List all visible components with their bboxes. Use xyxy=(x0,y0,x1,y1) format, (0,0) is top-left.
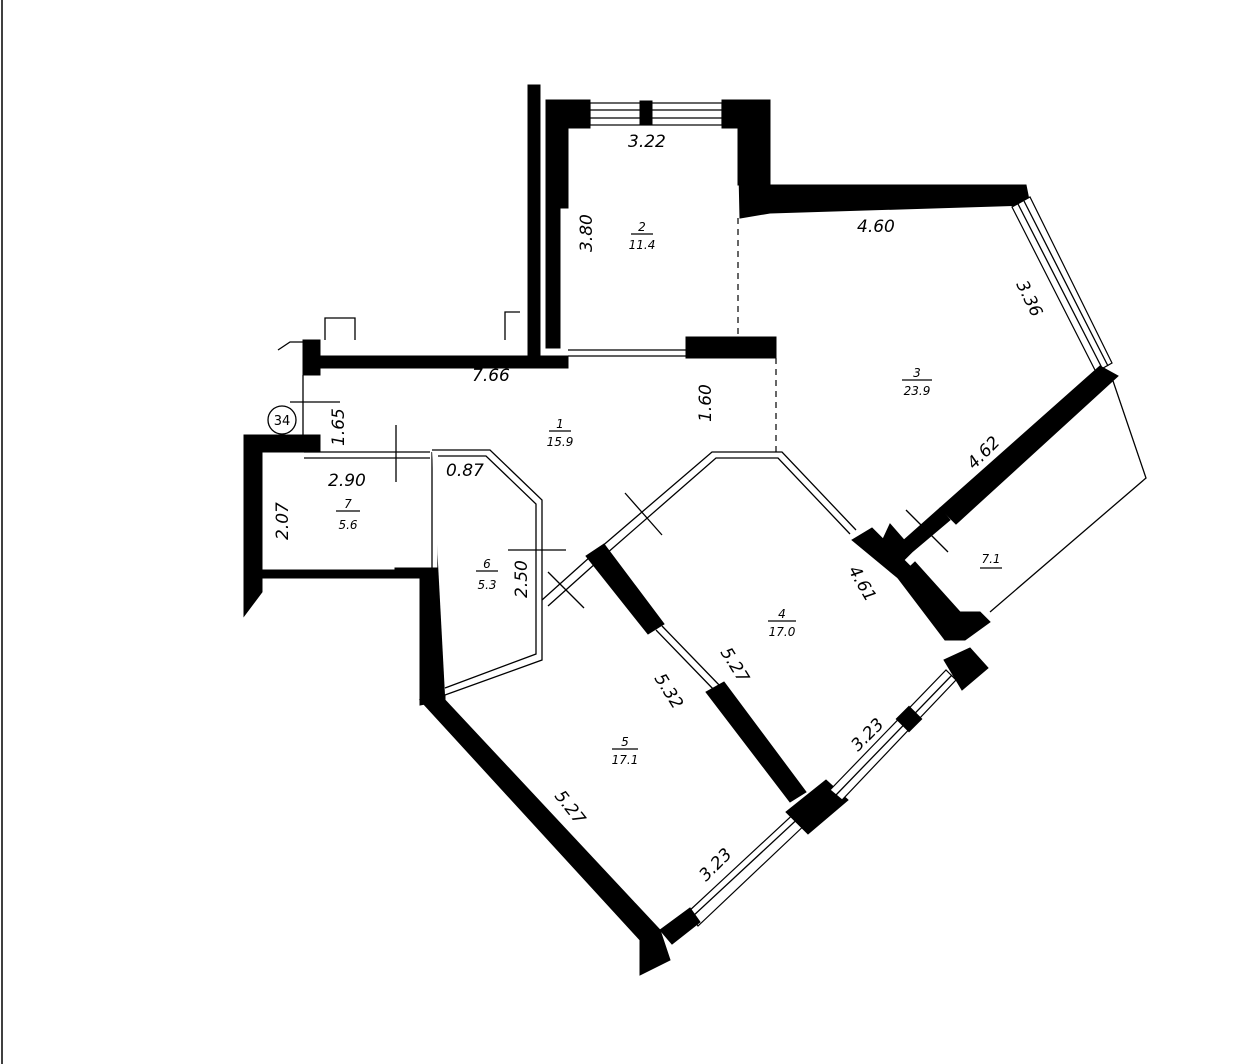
dim-5-27-inner: 5.27 xyxy=(716,644,753,687)
dim-7-66: 7.66 xyxy=(472,366,510,386)
dim-3-36: 3.36 xyxy=(1012,277,1047,320)
room-2-walls xyxy=(527,84,1031,357)
dim-2-07: 2.07 xyxy=(273,502,293,540)
room-4-number: 4 xyxy=(778,607,786,621)
dim-1-65: 1.65 xyxy=(329,408,349,446)
loggia-area: 7.1 xyxy=(981,552,1000,566)
dimension-ticks xyxy=(290,401,949,609)
room-1-number: 1 xyxy=(556,417,564,431)
corridor-top-wall xyxy=(277,311,777,376)
room-5-area: 17.1 xyxy=(612,753,639,767)
room-6-area: 5.3 xyxy=(477,578,496,592)
room-4-area: 17.0 xyxy=(769,625,796,639)
dim-4-60: 4.60 xyxy=(857,217,895,237)
dim-4-61: 4.61 xyxy=(844,563,880,606)
dim-5-32: 5.32 xyxy=(650,670,687,713)
bedrooms-walls xyxy=(418,451,989,976)
axis-marker-label: 34 xyxy=(274,414,291,429)
room-6-number: 6 xyxy=(483,557,491,571)
room-labels: 1 15.9 2 11.4 3 23.9 4 17.0 5 17.1 6 5.3… xyxy=(336,220,1002,767)
dim-0-87: 0.87 xyxy=(446,461,484,481)
room-3-area: 23.9 xyxy=(904,384,931,398)
room-3-number: 3 xyxy=(913,366,921,380)
room-7-number: 7 xyxy=(344,497,352,511)
room-5-number: 5 xyxy=(621,735,629,749)
dim-3-22: 3.22 xyxy=(628,132,666,152)
room-1-area: 15.9 xyxy=(547,435,574,449)
room-2-window xyxy=(589,102,723,126)
dim-1-60: 1.60 xyxy=(696,384,716,422)
dim-2-50: 2.50 xyxy=(512,560,532,598)
dim-3-80: 3.80 xyxy=(577,214,597,252)
room-7-area: 5.6 xyxy=(338,518,357,532)
room-2-number: 2 xyxy=(638,220,646,234)
axis-marker-circle xyxy=(267,405,297,435)
left-wing-walls xyxy=(243,375,543,706)
room-2-area: 11.4 xyxy=(629,238,656,252)
dim-2-90: 2.90 xyxy=(328,471,366,491)
room-3-walls xyxy=(851,196,1147,641)
